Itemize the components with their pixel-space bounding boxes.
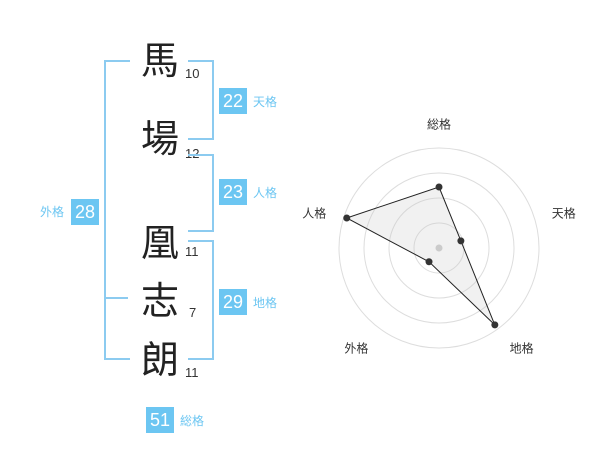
- stroke-count-2: 12: [185, 146, 200, 161]
- jinkaku-bracket: [188, 154, 214, 232]
- radar-axis-label-5: 人格: [302, 206, 326, 221]
- radar-point-4: [425, 258, 433, 266]
- tenkaku-badge: 22: [219, 88, 247, 114]
- name-char-5: 朗: [141, 338, 180, 382]
- name-char-4: 志: [141, 279, 180, 323]
- radar-point-5: [343, 214, 351, 222]
- gaikaku-badge: 28: [71, 199, 99, 225]
- radar-point-2: [457, 237, 465, 245]
- radar-center-dot: [435, 244, 443, 252]
- radar-grid-ring: [388, 197, 490, 299]
- jinkaku-badge: 23: [219, 179, 247, 205]
- stroke-count-4: 7: [189, 305, 197, 320]
- radar-axis-label-3: 地格: [510, 340, 534, 355]
- radar-grid-ring: [338, 147, 540, 349]
- stroke-count-3: 11: [185, 244, 199, 259]
- soukaku-label: 総格: [180, 414, 205, 428]
- name-char-1: 馬: [141, 39, 180, 83]
- name-char-2: 場: [141, 117, 180, 161]
- radar-axis-label-1: 総格: [427, 117, 451, 132]
- gaikaku-bracket: [104, 60, 130, 360]
- jinkaku-label: 人格: [253, 186, 278, 200]
- gaikaku-label: 外格: [40, 205, 65, 219]
- radar-axis-label-2: 天格: [552, 206, 576, 221]
- name-char-3: 凰: [141, 221, 180, 265]
- radar-axis-label-4: 外格: [344, 340, 368, 355]
- chikaku-badge: 29: [219, 289, 247, 315]
- radar-point-3: [491, 321, 499, 329]
- chikaku-bracket: [188, 240, 214, 360]
- radar-point-1: [435, 183, 443, 191]
- gaikaku-bracket-tick: [106, 297, 128, 299]
- stroke-count-1: 10: [185, 66, 200, 81]
- stroke-count-5: 11: [185, 365, 199, 380]
- chikaku-label: 地格: [253, 296, 278, 310]
- soukaku-badge: 51: [146, 407, 174, 433]
- radar-data-polygon: [345, 186, 496, 326]
- tenkaku-label: 天格: [253, 95, 278, 109]
- tenkaku-bracket: [188, 60, 214, 140]
- radar-grid-ring: [363, 172, 515, 324]
